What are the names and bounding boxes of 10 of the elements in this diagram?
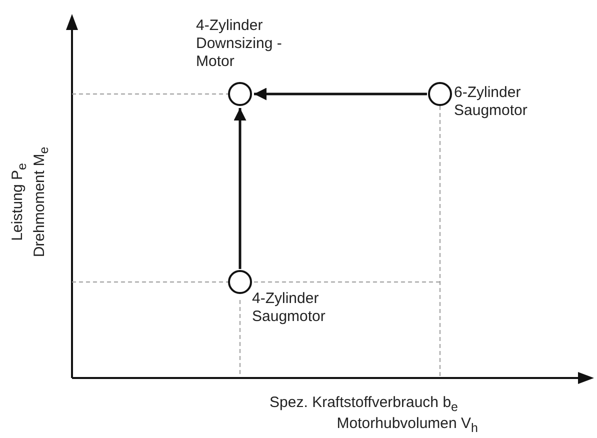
circle-marker (428, 82, 452, 106)
axis-title: Spez. Kraftstoffverbrauch b$_{e}$ (268, 393, 458, 416)
node-label: 6-Zylinder Saugmotor (454, 84, 528, 120)
node-label: 4-Zylinder Saugmotor (252, 290, 326, 326)
axis-title: Motorhubvolumen V$_{h}$ (336, 414, 478, 437)
arrow (234, 108, 246, 269)
arrow (254, 88, 427, 100)
circle-marker (228, 82, 252, 106)
node-label: 4-Zylinder Downsizing - Motor (196, 17, 283, 71)
circle-marker (228, 270, 252, 294)
